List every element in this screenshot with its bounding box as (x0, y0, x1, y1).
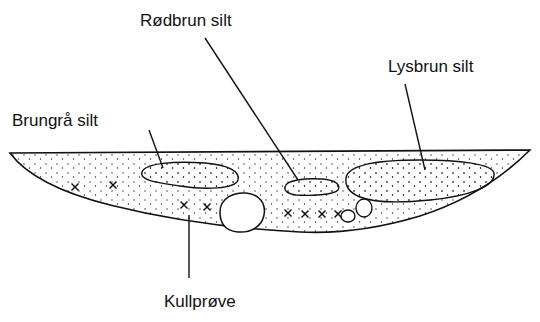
charcoal-mark (285, 210, 292, 217)
charcoal-mark (72, 184, 79, 191)
charcoal-mark (204, 204, 211, 211)
charcoal-mark (72, 184, 79, 191)
charcoal-mark (181, 202, 188, 209)
charcoal-mark (335, 211, 342, 218)
charcoal-mark (181, 202, 188, 209)
leader-line (205, 38, 298, 180)
charcoal-mark (302, 211, 309, 218)
brungraa-lens (142, 162, 239, 188)
stone (220, 193, 264, 232)
leader-line (188, 215, 189, 278)
leader-line (149, 130, 163, 168)
layer-label: Lysbrun silt (388, 58, 473, 77)
charcoal-mark (110, 182, 117, 189)
charcoal-mark (302, 211, 309, 218)
stone (356, 199, 372, 217)
charcoal-mark (319, 211, 326, 218)
charcoal-mark (204, 204, 211, 211)
charcoal-mark (335, 211, 342, 218)
roedbrun-lens (285, 179, 339, 196)
lysbrun-lens (346, 160, 494, 202)
layer-label: Kullprøve (164, 293, 236, 312)
leader-line (405, 84, 425, 170)
layer-label: Brungrå silt (12, 112, 98, 131)
charcoal-mark (110, 182, 117, 189)
stone (341, 210, 355, 222)
layer-label: Rødbrun silt (140, 12, 232, 31)
section-fill (10, 150, 530, 232)
charcoal-mark (285, 210, 292, 217)
charcoal-marks (72, 182, 342, 218)
charcoal-mark (319, 211, 326, 218)
